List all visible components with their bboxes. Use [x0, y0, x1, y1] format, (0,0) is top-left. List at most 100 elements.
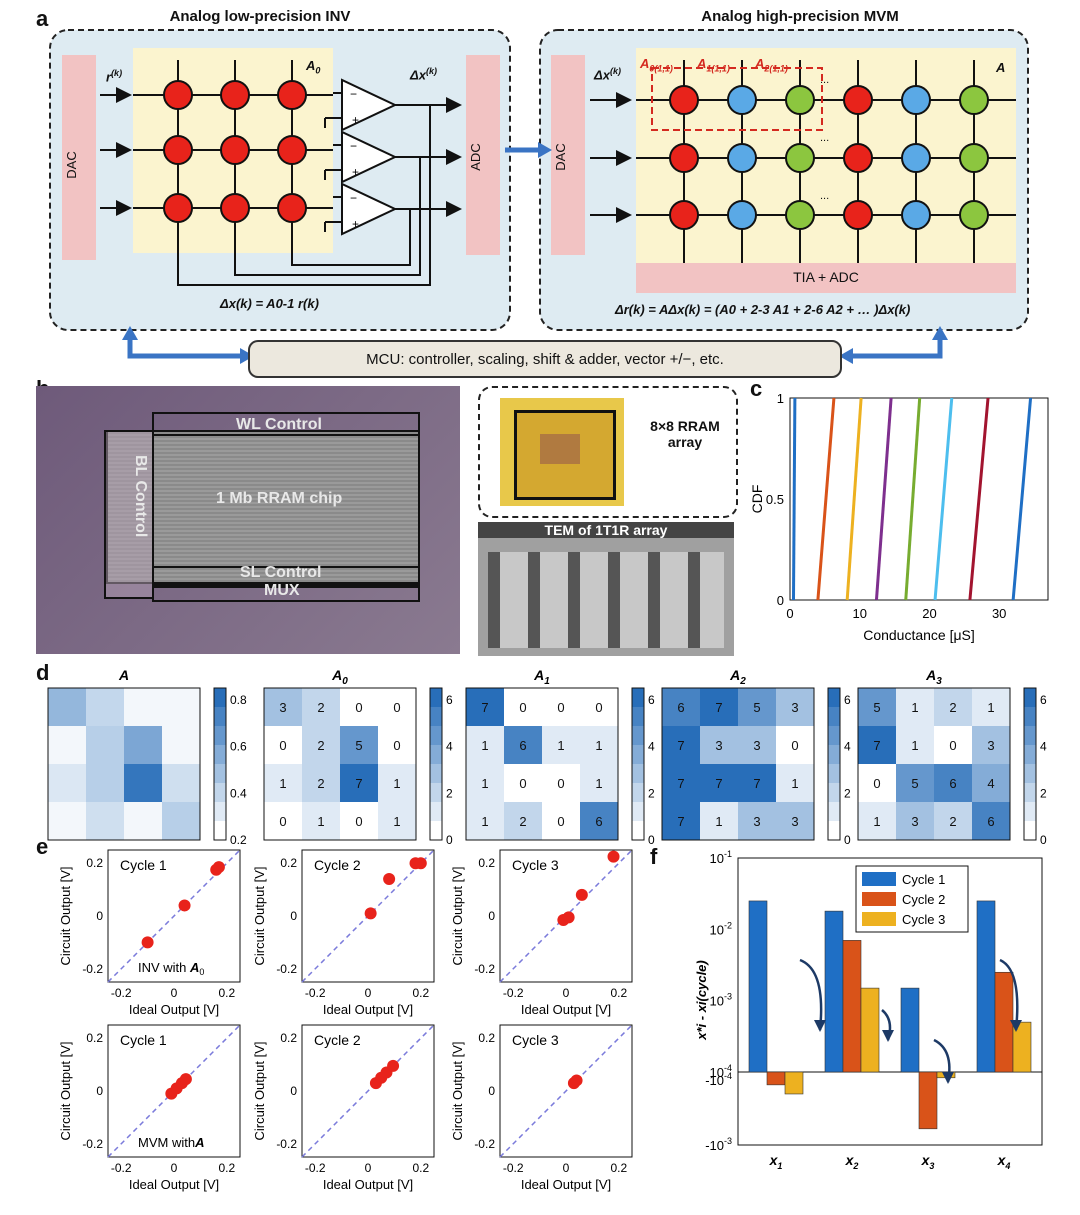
colorbar-step: [632, 821, 644, 840]
scatter-xtick: -0.2: [305, 1161, 326, 1175]
tem-label: TEM of 1T1R array: [478, 522, 734, 538]
colorbar-tick: 2: [1040, 786, 1047, 800]
scatter-point: [607, 850, 620, 863]
heatmap-cell: [504, 688, 542, 726]
bar-ytick: -10-3: [705, 1136, 732, 1153]
colorbar-frame: [429, 687, 443, 841]
inv-cell: [277, 80, 307, 110]
scatter-point: [562, 911, 575, 924]
heatmap-value: 7: [753, 776, 760, 791]
colorbar-step: [214, 745, 226, 764]
mvm-cell: [727, 200, 757, 230]
cdf-xtick: 10: [852, 606, 866, 621]
colorbar-tick: 6: [844, 693, 851, 707]
panel-label-e: e: [36, 834, 49, 859]
bar-ytick: 10-2: [710, 920, 732, 937]
bar: [748, 900, 768, 1073]
heatmap-cell: [466, 802, 504, 840]
cdf-series-line: [845, 397, 863, 601]
heatmap-title: A3: [925, 667, 942, 687]
cdf-xtick: 0: [786, 606, 793, 621]
dots-3: ...: [820, 190, 830, 202]
colorbar-step: [430, 821, 442, 840]
heatmap-value: 7: [355, 776, 362, 791]
legend-swatch: [862, 912, 896, 926]
mvm-cell: [785, 85, 815, 115]
scatter-title: Cycle 3: [512, 857, 559, 873]
colorbar-step: [828, 802, 840, 821]
scatter-ytick: 0.2: [478, 1031, 495, 1045]
bar-category-sub: 3: [929, 1161, 934, 1171]
heatmap-value: 1: [393, 776, 400, 791]
cdf-xtick: 20: [922, 606, 936, 621]
colorbar-step: [430, 783, 442, 802]
mvm-cell: [959, 143, 989, 173]
scatter-xtick: -0.2: [111, 1161, 132, 1175]
colorbar-tick: 0.2: [230, 833, 247, 847]
heatmap-value: 7: [677, 814, 684, 829]
heatmap-cell: [378, 726, 416, 764]
colorbar-tick: 4: [648, 740, 655, 754]
bar-ytick-exp: -4: [724, 1071, 732, 1081]
heatmap-title: A2: [729, 667, 746, 687]
scatter-ylabel: Circuit Output [V]: [252, 1042, 267, 1141]
heatmap-value: 1: [481, 814, 488, 829]
scatter-xlabel: Ideal Output [V]: [323, 1002, 413, 1017]
heatmap-cell: [858, 764, 896, 802]
heatmap-cell: [858, 726, 896, 764]
scatter-title: Cycle 3: [512, 1032, 559, 1048]
scatter-ytick: -0.2: [82, 1137, 103, 1151]
heatmap-cell: [162, 688, 200, 726]
colorbar-step: [632, 764, 644, 783]
bar-category: x3: [921, 1152, 935, 1171]
heatmap-cell: [700, 688, 738, 726]
a0-label: A0: [306, 58, 321, 76]
colorbar-step: [1024, 688, 1036, 707]
inv-cell: [163, 80, 193, 110]
array-label: 8×8 RRAM array: [650, 418, 720, 450]
cdf-ylabel: CDF: [749, 485, 765, 514]
heatmap-cell: [776, 726, 814, 764]
heatmap-value: 1: [481, 738, 488, 753]
colorbar-tick: 4: [1040, 740, 1047, 754]
heatmap-value: 1: [911, 738, 918, 753]
bl-control-box: [104, 430, 154, 599]
colorbar-step: [828, 707, 840, 726]
heatmap-cell: [700, 802, 738, 840]
heatmap-cell: [48, 802, 86, 840]
colorbar-tick: 0: [446, 833, 453, 847]
a21-label: A2(1,1): [755, 56, 788, 74]
scatter-point: [178, 899, 191, 912]
colorbar-step: [828, 688, 840, 707]
scatter-xtick: 0: [365, 986, 372, 1000]
heatmap-cell: [340, 764, 378, 802]
colorbar-step: [430, 688, 442, 707]
panel-label-d: d: [36, 660, 50, 685]
heatmap-frame: [661, 687, 815, 841]
heatmap-value: 3: [715, 738, 722, 753]
scatter-note: INV with A0: [138, 960, 204, 977]
colorbar-frame: [1023, 687, 1037, 841]
heatmap-value: 4: [987, 776, 994, 791]
cdf-xtick: 30: [992, 606, 1006, 621]
colorbar-step: [430, 802, 442, 821]
heatmap-cell: [972, 764, 1010, 802]
bar-ytick-exp: -4: [724, 1063, 732, 1073]
inv-cell: [220, 193, 250, 223]
mvm-cell: [727, 143, 757, 173]
mvm-cell: [901, 143, 931, 173]
dac-right: [551, 55, 585, 255]
bar: [994, 971, 1014, 1073]
heatmap-cell: [934, 688, 972, 726]
scatter-ytick: 0: [290, 909, 297, 923]
heatmap-value: 3: [911, 814, 918, 829]
heatmap-value: 1: [595, 738, 602, 753]
cdf-axes: [789, 397, 1049, 601]
panel-label-a: a: [36, 6, 49, 31]
colorbar-tick: 4: [446, 740, 453, 754]
heatmap-value: 6: [949, 776, 956, 791]
legend-label: Cycle 1: [902, 872, 945, 887]
